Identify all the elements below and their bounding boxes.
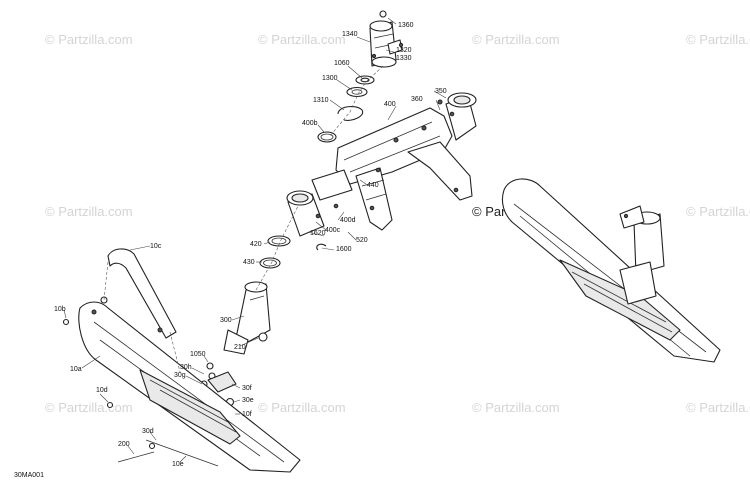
callout-10b: 10b bbox=[54, 306, 66, 313]
callout-400: 400 bbox=[384, 101, 396, 108]
wear-block-30g bbox=[207, 371, 237, 393]
callout-30d: 30d bbox=[142, 428, 154, 435]
callout-200: 200 bbox=[118, 441, 130, 448]
watermark: © Partzilla.com bbox=[686, 204, 750, 219]
callout-1330: 1330 bbox=[396, 55, 412, 62]
callout-labels: 1360 1340 1320 1330 1060 1300 1310 350 3… bbox=[54, 22, 447, 468]
callout-350: 350 bbox=[435, 88, 447, 95]
callout-1320: 1320 bbox=[396, 47, 412, 54]
callout-400d: 400d bbox=[340, 217, 356, 224]
callout-1360: 1360 bbox=[398, 22, 414, 29]
callout-440: 440 bbox=[367, 182, 379, 189]
callout-10d: 10d bbox=[96, 387, 108, 394]
callout-300: 300 bbox=[220, 317, 232, 324]
callout-1310: 1310 bbox=[313, 97, 329, 104]
spindle-300 bbox=[223, 281, 271, 355]
assembly-guide-lines bbox=[103, 65, 384, 373]
callout-10a: 10a bbox=[70, 366, 82, 373]
callout-30g: 30g bbox=[174, 372, 186, 379]
watermark: © Partzilla.com bbox=[472, 400, 560, 415]
watermark: © Partzilla.com bbox=[686, 400, 750, 415]
callout-1050: 1050 bbox=[190, 351, 206, 358]
callout-30f: 30f bbox=[242, 385, 252, 392]
callout-10e: 10e bbox=[172, 461, 184, 468]
callout-1300: 1300 bbox=[322, 75, 338, 82]
callout-1060: 1060 bbox=[334, 60, 350, 67]
left-ski bbox=[62, 248, 301, 473]
diagram-code: 30MA001 bbox=[14, 472, 44, 479]
callout-400c: 400c bbox=[325, 227, 341, 234]
watermark: © Partzilla.com bbox=[258, 400, 346, 415]
lower-spindle-socket bbox=[286, 169, 353, 237]
right-ski-assembled bbox=[501, 178, 721, 363]
main-frame-400 bbox=[335, 92, 477, 231]
watermark: © Partzilla.com bbox=[45, 400, 133, 415]
leader-lines bbox=[63, 17, 447, 463]
callout-400b: 400b bbox=[302, 120, 318, 127]
ring-420 bbox=[267, 235, 291, 247]
top-spindle-assembly bbox=[369, 10, 404, 68]
callout-520: 520 bbox=[356, 237, 368, 244]
watermark: © Partzilla.com bbox=[472, 32, 560, 47]
callout-10f: 10f bbox=[242, 411, 252, 418]
watermark: © Partzilla.com bbox=[686, 32, 750, 47]
callout-30h: 30h bbox=[180, 364, 192, 371]
callout-30e: 30e bbox=[242, 397, 254, 404]
callout-420: 420 bbox=[250, 241, 262, 248]
callout-430: 430 bbox=[243, 259, 255, 266]
bolt-210 bbox=[258, 332, 268, 342]
callout-1600: 1600 bbox=[336, 246, 352, 253]
callout-1620: 1620 bbox=[310, 230, 326, 237]
callout-10c: 10c bbox=[150, 243, 162, 250]
clip-1600 bbox=[316, 243, 327, 251]
watermark: © Partzilla.com bbox=[258, 32, 346, 47]
callout-210: 210 bbox=[234, 344, 246, 351]
ring-430 bbox=[259, 257, 281, 269]
ring-400b bbox=[317, 131, 337, 143]
callout-360: 360 bbox=[411, 96, 423, 103]
watermark: © Partzilla.com bbox=[45, 32, 133, 47]
callout-1340: 1340 bbox=[342, 31, 358, 38]
watermark: © Partzilla.com bbox=[45, 204, 133, 219]
